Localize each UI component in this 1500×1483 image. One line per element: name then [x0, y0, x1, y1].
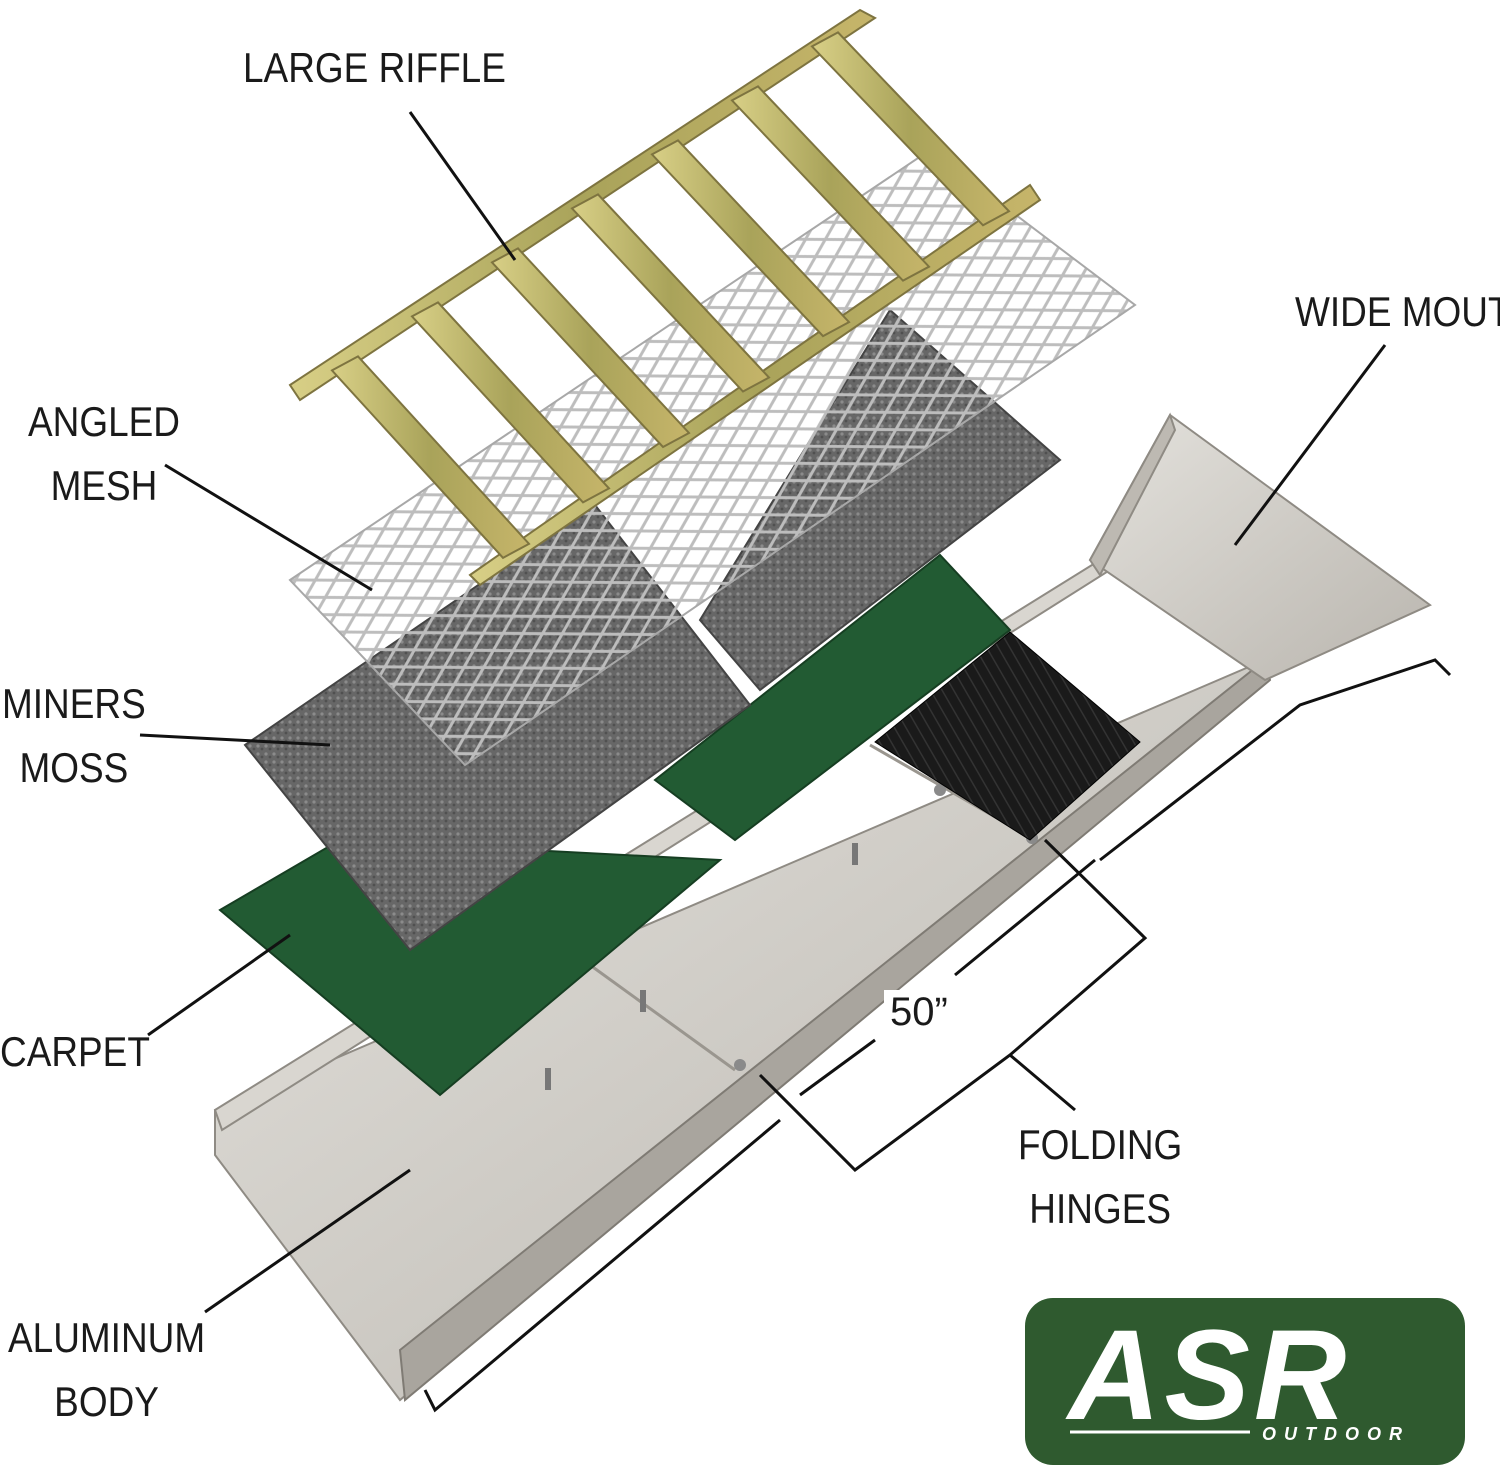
- angled-mesh: [288, 148, 1137, 767]
- leader-angled-mesh: [164, 463, 373, 592]
- rubber-mat: [874, 631, 1141, 841]
- label-text-line-2: MESH: [50, 462, 158, 509]
- label-text-line-1: FOLDING: [1018, 1121, 1183, 1168]
- label-text: CARPET: [0, 1028, 150, 1075]
- label-text: LARGE RIFFLE: [243, 44, 506, 91]
- label-carpet: CARPET: [0, 1020, 150, 1084]
- large-riffle: [288, 8, 1042, 587]
- label-text-line-1: ANGLED: [28, 398, 180, 445]
- hinge-pin: [934, 784, 946, 796]
- riffle-bar: [570, 193, 771, 393]
- hinge-seam-1: [589, 963, 736, 1072]
- leader-large-riffle: [408, 111, 517, 261]
- label-text-line-1: ALUMINUM: [8, 1314, 206, 1361]
- leader-aluminum-body: [204, 1168, 411, 1314]
- dimension-line-upper-b: [1099, 658, 1452, 862]
- riffle-bar: [810, 31, 1011, 227]
- rivet: [852, 843, 858, 865]
- label-wide-mouth: WIDE MOUTH: [1295, 280, 1500, 344]
- label-large-riffle: LARGE RIFFLE: [243, 36, 506, 100]
- leader-miners-moss: [139, 733, 331, 747]
- rivet: [640, 990, 646, 1012]
- length-dimension-label: 50”: [884, 990, 954, 1035]
- logo-wordmark: ASR: [1068, 1304, 1351, 1447]
- riffle-bar: [330, 355, 531, 560]
- label-text-line-2: MOSS: [19, 744, 129, 791]
- label-folding-hinges: FOLDING HINGES: [1018, 1113, 1182, 1241]
- logo-badge: [1025, 1298, 1465, 1465]
- dimension-line-lower: [423, 1118, 781, 1413]
- logo-tree-icon: [1177, 1360, 1213, 1395]
- carpet-piece-lower: [218, 838, 723, 1097]
- leader-carpet: [147, 933, 291, 1037]
- label-text: WIDE MOUTH: [1295, 288, 1500, 335]
- leader-wide-mouth: [1233, 344, 1387, 546]
- riffle-bar: [410, 301, 611, 504]
- label-angled-mesh: ANGLED MESH: [28, 390, 180, 518]
- label-miners-moss: MINERS MOSS: [2, 672, 146, 800]
- label-aluminum-body: ALUMINUM BODY: [8, 1306, 205, 1434]
- label-text-line-2: BODY: [54, 1378, 159, 1425]
- hinge-pin: [734, 1059, 746, 1071]
- rivet: [545, 1068, 551, 1090]
- aluminum-body-front-wall: [398, 658, 1272, 1402]
- hinge-bracket: [758, 838, 1148, 1172]
- wide-mouth-panel: [1088, 413, 1432, 682]
- dimension-line-mid: [799, 1038, 876, 1097]
- label-text-line-1: MINERS: [2, 680, 146, 727]
- label-text-line-2: HINGES: [1029, 1185, 1171, 1232]
- riffle-bar: [730, 85, 931, 282]
- dimension-line-upper-a: [954, 858, 1096, 977]
- riffle-bar: [650, 139, 851, 338]
- logo-subtext: OUTDOOR: [1262, 1424, 1410, 1444]
- wide-mouth-wall: [1088, 412, 1177, 577]
- leader-folding-hinges: [1009, 1053, 1076, 1112]
- carpet-piece-upper: [653, 553, 1012, 842]
